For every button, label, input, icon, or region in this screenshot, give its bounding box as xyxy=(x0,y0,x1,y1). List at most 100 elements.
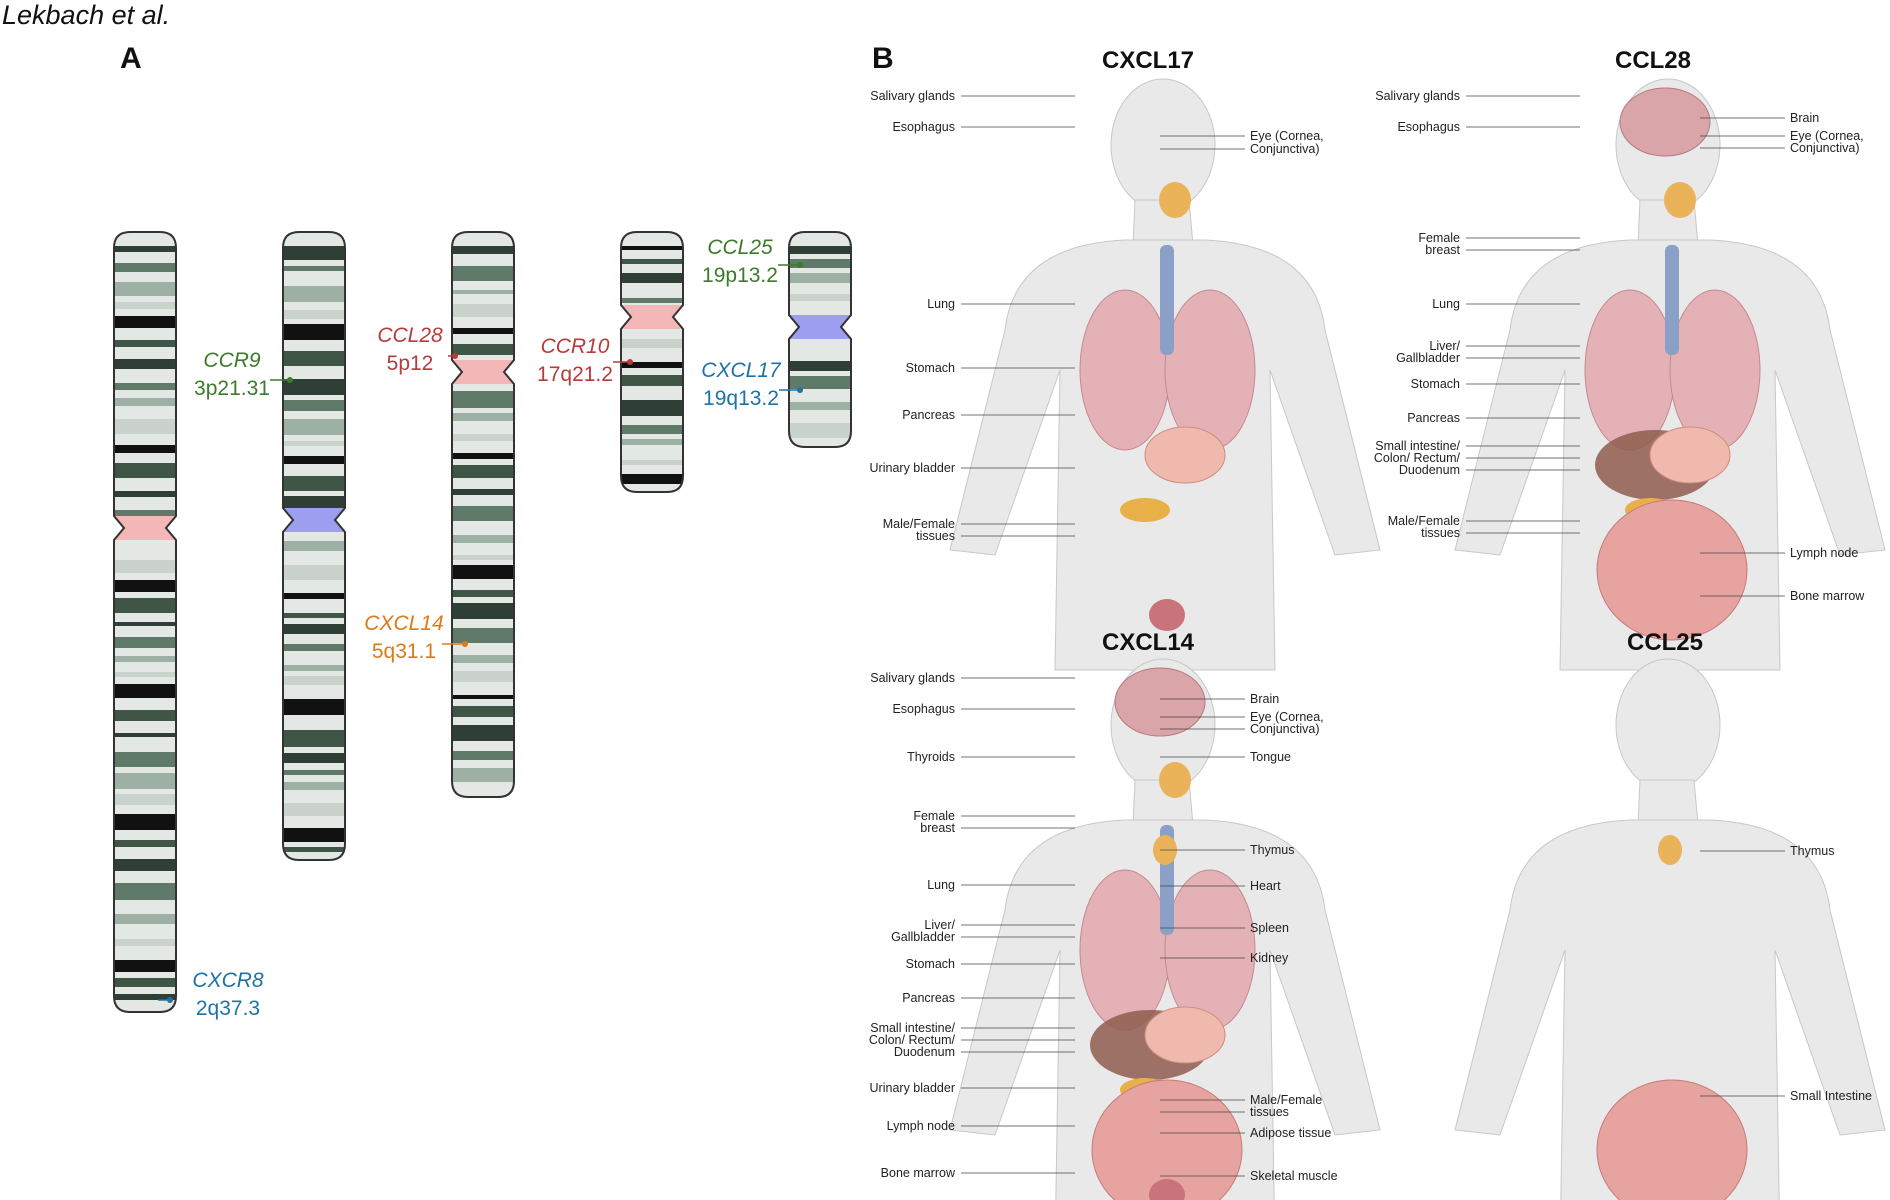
intestine xyxy=(1091,1079,1243,1200)
right-lung xyxy=(1164,869,1256,1031)
chromosome-2 xyxy=(113,231,177,1013)
gene-name: CCL25 xyxy=(707,236,773,259)
stomach xyxy=(1144,1006,1226,1064)
organ-label: Esophagus xyxy=(892,120,955,134)
organ-label: Kidney xyxy=(1250,951,1289,965)
gene-name: CCR9 xyxy=(203,349,260,372)
salivary-gland xyxy=(1159,182,1191,218)
organ-label: Small intestine/ xyxy=(870,1021,955,1035)
locus-label-cxcl14: CXCL14 5q31.1 xyxy=(364,612,468,663)
locus-label-ccr9: CCR9 3p21.31 xyxy=(194,349,293,400)
brain xyxy=(1114,667,1206,737)
organ-label: Brain xyxy=(1250,692,1279,706)
gene-name: CXCL17 xyxy=(701,359,782,382)
body-ccl25 xyxy=(1454,658,1886,1200)
organ-label: Stomach xyxy=(906,361,955,375)
organ-label: Urinary bladder xyxy=(870,461,955,475)
trachea xyxy=(1160,245,1174,355)
locus-dot xyxy=(462,641,468,647)
head xyxy=(1615,658,1721,792)
organ-label: Thymus xyxy=(1250,843,1294,857)
organ-label: Male/Female xyxy=(1388,514,1460,528)
organ-label: Lymph node xyxy=(887,1119,955,1133)
organ-label: Brain xyxy=(1790,111,1819,125)
organ-label: Esophagus xyxy=(1397,120,1460,134)
organ-label: Urinary bladder xyxy=(870,1081,955,1095)
organ-label: breast xyxy=(920,821,955,835)
organ-label: tissues xyxy=(1250,1105,1289,1119)
organ-label: Spleen xyxy=(1250,921,1289,935)
locus-dot xyxy=(627,359,633,365)
organ-label: Male/Female xyxy=(883,517,955,531)
organ-label: Conjunctiva) xyxy=(1790,141,1859,155)
locus-name: 3p21.31 xyxy=(194,377,270,400)
locus-dot xyxy=(452,353,458,359)
organ-label: Pancreas xyxy=(902,991,955,1005)
organ-label: Colon/ Rectum/ xyxy=(869,1033,956,1047)
chromosome-3 xyxy=(282,231,346,861)
organ-label: Salivary glands xyxy=(870,89,955,103)
organ-label: Female xyxy=(1418,231,1460,245)
body-ccl28 xyxy=(1454,78,1886,671)
panel-b-letter: B xyxy=(872,42,894,75)
locus-dot xyxy=(167,997,173,1003)
right-lung xyxy=(1669,289,1761,451)
organ-label: Salivary glands xyxy=(870,671,955,685)
trachea xyxy=(1665,245,1679,355)
organ-label: Conjunctiva) xyxy=(1250,722,1319,736)
panel-title: CCL28 xyxy=(1615,47,1691,74)
organ-label: Gallbladder xyxy=(1396,351,1460,365)
panel-title: CXCL17 xyxy=(1102,47,1194,74)
organ-label: Duodenum xyxy=(1399,463,1460,477)
organ-label: Colon/ Rectum/ xyxy=(1374,451,1461,465)
organ-label: Liver/ xyxy=(1429,339,1460,353)
organ-label: Lung xyxy=(927,878,955,892)
gene-name: CXCR8 xyxy=(192,969,264,992)
locus-dot xyxy=(287,377,293,383)
organ-label: Adipose tissue xyxy=(1250,1126,1331,1140)
organ-label: Small Intestine xyxy=(1790,1089,1872,1103)
pancreas xyxy=(1120,498,1170,522)
organ-label: Conjunctiva) xyxy=(1250,142,1319,156)
left-lung xyxy=(1584,289,1676,451)
organ-label: Male/Female xyxy=(1250,1093,1322,1107)
organ-label: Gallbladder xyxy=(891,930,955,944)
neck xyxy=(1637,779,1699,826)
stomach xyxy=(1144,426,1226,484)
right-lung xyxy=(1164,289,1256,451)
organ-label: Liver/ xyxy=(924,918,955,932)
panel-a-letter: A xyxy=(120,42,142,75)
author-credit: Lekbach et al. xyxy=(2,0,171,30)
locus-name: 17q21.2 xyxy=(537,363,613,386)
organ-label: Thyroids xyxy=(907,750,955,764)
left-lung xyxy=(1079,869,1171,1031)
panel-title: CXCL14 xyxy=(1102,629,1195,656)
locus-name: 5q31.1 xyxy=(372,640,436,663)
organ-label: Eye (Cornea, xyxy=(1250,710,1324,724)
chromosome-5 xyxy=(451,231,515,798)
organ-label: tissues xyxy=(1421,526,1460,540)
organ-label: Pancreas xyxy=(902,408,955,422)
locus-name: 19q13.2 xyxy=(703,387,779,410)
intestine xyxy=(1596,1079,1748,1200)
body-cxcl17 xyxy=(949,78,1381,671)
gene-name: CXCL14 xyxy=(364,612,443,635)
organ-label: Lymph node xyxy=(1790,546,1858,560)
body-cxcl14 xyxy=(949,658,1381,1200)
locus-name: 5p12 xyxy=(387,352,434,375)
salivary-gland xyxy=(1664,182,1696,218)
organ-label: Female xyxy=(913,809,955,823)
intestine xyxy=(1596,499,1748,641)
locus-name: 2q37.3 xyxy=(196,997,260,1020)
organ-label: breast xyxy=(1425,243,1460,257)
organ-label: Skeletal muscle xyxy=(1250,1169,1338,1183)
organ-label: Stomach xyxy=(1411,377,1460,391)
organ-label: Salivary glands xyxy=(1375,89,1460,103)
organ-label: tissues xyxy=(916,529,955,543)
